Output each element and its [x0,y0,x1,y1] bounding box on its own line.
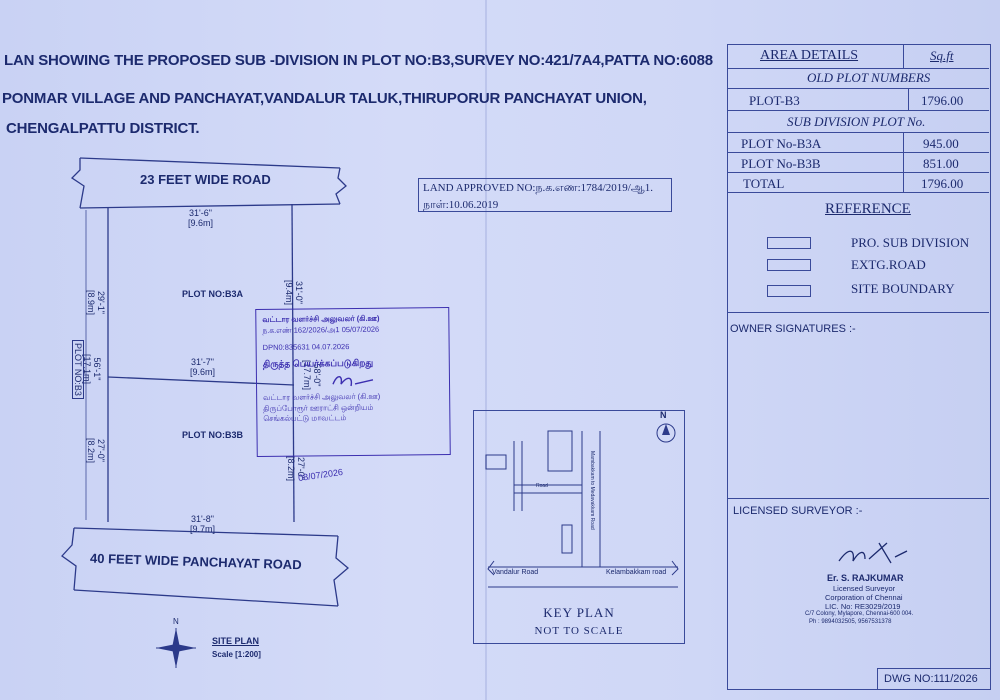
key-plan-left-road: Vandalur Road [492,569,539,576]
dim-mid: 31'-7"[9.6m] [190,357,216,377]
approval-stamp: வட்டார வளர்ச்சி அலுவலர் (கி.ஊ) ந.க.எண் 1… [255,306,451,458]
key-plan-vertical-road: Mambakkam to Medavakkam Road [589,451,595,530]
surveyor-phone: Ph : 9894032505, 9567531378 [809,619,892,625]
site-plan-scale: Scale [1:200] [212,650,261,659]
sub-division-heading: SUB DIVISION PLOT No. [787,114,926,129]
owner-signatures-section: OWNER SIGNATURES :- [727,312,989,499]
key-plan-right-road: Kelambakkam road [606,569,667,576]
legend-road-icon [767,259,811,271]
sub-plot-value: 851.00 [923,156,959,171]
sub-row-1: PLOT No-B3A 945.00 [727,132,989,153]
approval-box: LAND APPROVED NO:ந.க.எண:1784/2019/ஆ1. நா… [418,178,672,212]
total-value: 1796.00 [921,176,964,191]
approval-line-1: LAND APPROVED NO:ந.க.எண:1784/2019/ஆ1. [423,182,653,194]
legend-site-boundary-icon [767,285,811,297]
plot-b3a-label: PLOT NO:B3A [182,289,244,299]
north-arrow-icon [156,628,196,668]
dim-bottom: 31'-8"[9.7m] [190,514,216,534]
stamp-line-3: DPN0:835631 04.07.2026 [262,341,350,352]
divider [908,89,909,111]
reference-heading: REFERENCE [825,201,911,217]
key-plan-title: KEY PLAN [543,605,615,620]
dim-top: 31'-6"[9.6m] [188,208,214,228]
title-line-2: PONMAR VILLAGE AND PANCHAYAT,VANDALUR TA… [2,90,647,107]
sub-row-2: PLOT No-B3B 851.00 [727,152,989,173]
title-line-1: LAN SHOWING THE PROPOSED SUB -DIVISION I… [4,52,713,69]
legend-site-boundary-label: SITE BOUNDARY [851,281,955,296]
paper-fold [485,0,487,700]
legend-road-label: EXTG.ROAD [851,257,926,272]
key-plan-road-label: Road [536,483,548,489]
key-plan-north-icon [656,423,676,443]
surveyor-signature [838,542,908,564]
surveyor-title: Licensed Surveyor [833,584,896,593]
reference-section: REFERENCE PRO. SUB DIVISION EXTG.ROAD SI… [727,192,989,313]
site-plan-north: N [173,617,179,626]
drawing-number-box: DWG NO:111/2026 [877,668,990,689]
surveyor-name: Er. S. RAJKUMAR [827,573,904,583]
plot-b3b-label: PLOT NO:B3B [182,430,244,440]
key-plan-map [485,423,679,588]
area-unit: Sq.ft [930,48,954,63]
stamp-line-2: ந.க.எண் 162/2026/அ1 05/07/2026 [262,324,380,335]
top-road-label: 23 FEET WIDE ROAD [140,172,271,187]
site-plan-drawing [61,157,350,668]
key-plan-subtitle: NOT TO SCALE [534,625,624,637]
owner-signatures-label: OWNER SIGNATURES :- [730,323,856,335]
key-plan-north: N [660,410,667,420]
surveyor-section: LICENSED SURVEYOR :- Er. S. RAJKUMAR Lic… [727,498,989,669]
divider [903,44,904,68]
old-plot-row: PLOT-B3 1796.00 [727,88,989,111]
sub-plot-label: PLOT No-B3B [741,156,821,171]
divider [903,153,904,173]
surveyor-licence: LIC. No: RE3029/2019 [825,602,901,611]
area-details-heading: AREA DETAILS [760,48,859,63]
surveyor-heading: LICENSED SURVEYOR :- [733,505,863,517]
sub-plot-label: PLOT No-B3A [741,136,822,151]
sub-plot-value: 945.00 [923,136,959,151]
key-plan: N Vandalur Road Kelambakkam road Road Ma… [473,410,685,644]
dim-left-b: 27'-0"[8.2m] [86,438,106,464]
title-block-panel [727,44,991,690]
surveyor-org: Corporation of Chennai [825,593,903,602]
dim-left-a: 29'-1"[8.9m] [86,290,106,316]
dim-left-total: 56'-1"[17.1m] [82,354,102,385]
approval-line-2: நாள்:10.06.2019 [423,199,499,211]
total-label: TOTAL [743,176,785,191]
dim-right-a: 31'-0"[9.4m] [284,280,304,306]
stamp-line-7: செங்கல்பட்டு மாவட்டம் [263,413,347,424]
sub-heading-row: SUB DIVISION PLOT No. [727,110,989,133]
legend-sub-division-label: PRO. SUB DIVISION [851,235,970,250]
title-line-3: CHENGALPATTU DISTRICT. [6,120,200,137]
old-plot-heading: OLD PLOT NUMBERS [807,70,931,85]
divider [903,133,904,153]
stamp-signature [263,369,443,393]
outer-plot-label: PLOT NO:B3 [72,340,84,399]
site-plan-label: SITE PLAN [212,636,260,646]
legend-sub-division-icon [767,237,811,249]
old-plot-label: PLOT-B3 [749,93,800,108]
divider [903,173,904,193]
total-row: TOTAL 1796.00 [727,172,989,193]
old-heading-row: OLD PLOT NUMBERS [727,68,989,89]
surveyor-address: C/7 Colony, Mylapore, Chennai-600 004. [805,611,914,617]
old-plot-value: 1796.00 [921,93,964,108]
drawing-number: DWG NO:111/2026 [884,673,978,685]
